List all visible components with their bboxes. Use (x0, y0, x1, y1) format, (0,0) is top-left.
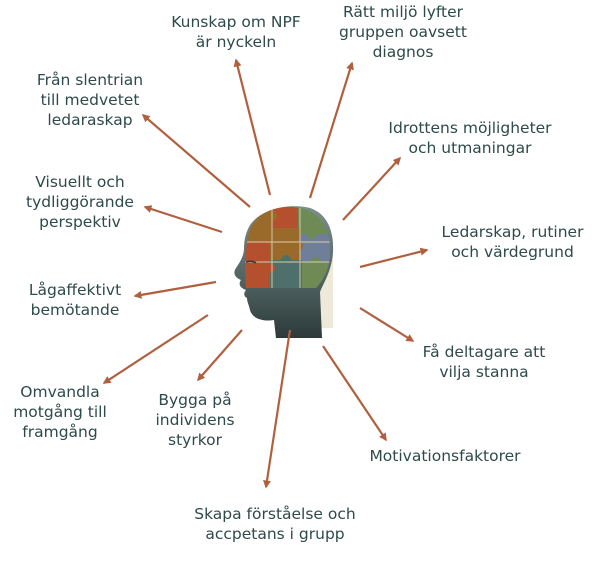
label-deltagare: Få deltagare att vilja stanna (422, 343, 546, 381)
label-idrott: Idrottens möjligheter och utmaningar (388, 119, 552, 157)
label-forstaelse: Skapa förståelse och accpetans i grupp (194, 505, 356, 543)
arrow-miljo (308, 61, 354, 199)
arrow-idrott (342, 156, 402, 221)
label-visuellt: Visuellt och tydliggörande perspektiv (26, 173, 134, 231)
arrow-slentrian (141, 114, 251, 208)
label-slentrian: Från slentrian till medvetet ledaraskap (36, 71, 144, 129)
head-illustration (234, 206, 334, 338)
arrow-forstaelse (263, 329, 292, 489)
arrow-rutiner (359, 247, 429, 269)
arrow-deltagare (359, 307, 415, 342)
label-lagaffektivt: Lågaffektivt bemötande (28, 281, 122, 319)
arrow-omvandla (102, 314, 209, 384)
label-bygga: Bygga på individens styrkor (155, 391, 235, 449)
label-npf: Kunskap om NPF är nyckeln (171, 13, 301, 51)
label-miljo: Rätt miljö lyfter gruppen oavsett diagno… (339, 3, 467, 61)
label-omvandla: Omvandla motgång till framgång (13, 383, 107, 441)
arrow-bygga (197, 329, 243, 382)
arrow-motivation (322, 345, 387, 442)
arrow-lagaffektivt (133, 280, 217, 299)
arrows (102, 58, 429, 489)
label-rutiner: Ledarskap, rutiner och värdegrund (441, 223, 584, 261)
arrow-visuellt (143, 205, 223, 234)
arrow-npf (233, 58, 272, 196)
label-motivation: Motivationsfaktorer (369, 447, 521, 465)
